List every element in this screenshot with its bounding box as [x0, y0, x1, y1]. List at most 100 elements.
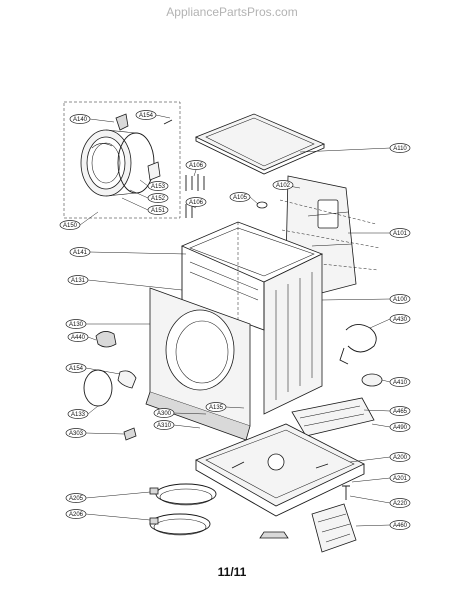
callout-a220: A220	[389, 498, 411, 508]
inlet-hose-1	[155, 483, 217, 505]
svg-text:A430: A430	[393, 317, 408, 323]
watermark: AppliancePartsPros.com	[166, 5, 298, 19]
callout-a106-top: A106	[185, 160, 207, 170]
callout-a130: A130	[65, 319, 87, 329]
fastener-clip	[256, 201, 268, 209]
svg-text:A220: A220	[393, 501, 408, 507]
base-center-mount	[267, 453, 285, 471]
callout-a141: A141	[69, 247, 91, 257]
callout-a303: A303	[65, 428, 87, 438]
leveling-foot	[259, 531, 289, 539]
cabinet-side-panel	[263, 253, 323, 415]
cabinet-side-ribs	[275, 272, 313, 400]
cabinet-group	[180, 221, 324, 415]
callout-a201: A201	[389, 473, 411, 483]
top-plate-edge	[195, 137, 325, 175]
svg-text:A205: A205	[69, 496, 84, 502]
hoses-group	[149, 483, 217, 536]
svg-text:A440: A440	[71, 335, 86, 341]
callout-a151: A151	[147, 205, 169, 215]
svg-text:A150: A150	[63, 223, 78, 229]
base-brackets	[231, 461, 329, 469]
callout-a154-top: A154	[135, 110, 157, 120]
base-frame-inner	[205, 429, 355, 499]
left-small-parts	[83, 331, 137, 441]
door-latch	[147, 161, 161, 181]
callout-a205: A205	[65, 493, 87, 503]
svg-text:A141: A141	[73, 250, 88, 256]
top-plate	[195, 113, 326, 171]
svg-text:A460: A460	[393, 523, 408, 529]
callout-a140: A140	[69, 114, 91, 124]
door-glass-shine	[91, 143, 113, 149]
back-cover-ribs	[307, 211, 353, 247]
callout-a152: A152	[147, 193, 169, 203]
top-plate-inner	[205, 117, 315, 167]
svg-text:A410: A410	[393, 380, 408, 386]
callout-a154-side: A154	[65, 363, 87, 373]
side-bracket	[117, 370, 137, 389]
svg-text:A151: A151	[151, 208, 166, 214]
inlet-hose-2-inner	[153, 518, 207, 536]
callout-a460: A460	[389, 520, 411, 530]
svg-text:A140: A140	[73, 117, 88, 123]
front-panel-group	[145, 287, 251, 441]
svg-text:A152: A152	[151, 196, 166, 202]
svg-text:A490: A490	[393, 425, 408, 431]
right-components	[291, 324, 383, 437]
callout-a105: A105	[229, 192, 251, 202]
svg-text:A101: A101	[393, 231, 408, 237]
inlet-hose-2	[149, 513, 211, 535]
front-panel-opening	[165, 309, 235, 391]
door-hinge	[115, 113, 129, 131]
door-inner-ring	[91, 142, 121, 184]
svg-text:A106: A106	[189, 163, 204, 169]
callout-a410: A410	[389, 377, 411, 387]
svg-text:A300: A300	[157, 411, 172, 417]
svg-text:A465: A465	[393, 409, 408, 415]
door-gasket-ring	[83, 369, 113, 407]
svg-text:A130: A130	[69, 322, 84, 328]
hose-fitting-2	[149, 517, 159, 525]
svg-text:A105: A105	[233, 195, 248, 201]
door-screw	[163, 119, 173, 125]
callout-a300: A300	[153, 408, 175, 418]
svg-text:A106: A106	[189, 200, 204, 206]
svg-text:A206: A206	[69, 512, 84, 518]
callout-a206: A206	[65, 509, 87, 519]
svg-text:A131: A131	[71, 278, 86, 284]
hose-fitting-1	[149, 487, 159, 495]
svg-text:A154: A154	[69, 366, 84, 372]
svg-text:A303: A303	[69, 431, 84, 437]
svg-text:A133: A133	[71, 412, 86, 418]
callout-a465: A465	[389, 406, 411, 416]
lower-right-parts	[259, 485, 357, 553]
callout-a100: A100	[389, 294, 411, 304]
callout-a200: A200	[389, 452, 411, 462]
front-kick-plate	[145, 391, 251, 441]
svg-text:A200: A200	[393, 455, 408, 461]
callout-a430: A430	[389, 314, 411, 324]
screw-set-top	[185, 174, 205, 191]
top-plate-group	[195, 113, 326, 175]
callout-a133: A133	[67, 409, 89, 419]
svg-text:A102: A102	[276, 183, 291, 189]
door-assembly-box	[63, 101, 181, 219]
callout-a153: A153	[147, 181, 169, 191]
leader-lines	[79, 114, 391, 527]
inlet-hose-1-inner	[159, 488, 213, 506]
hardware-screws	[185, 174, 268, 218]
svg-text:A154: A154	[139, 113, 154, 119]
svg-text:A135: A135	[209, 405, 224, 411]
door-depth-lines	[105, 129, 137, 197]
callout-a150: A150	[59, 220, 81, 230]
power-cord-plug	[339, 347, 349, 365]
cabinet-top-inner	[189, 227, 315, 277]
base-frame-edge	[195, 460, 365, 517]
main-pcb	[311, 503, 357, 553]
callout-a310: A310	[153, 420, 175, 430]
svg-text:A310: A310	[157, 423, 172, 429]
power-cord-coil	[345, 324, 377, 353]
callout-a490: A490	[389, 422, 411, 432]
leveling-screw	[342, 485, 350, 500]
